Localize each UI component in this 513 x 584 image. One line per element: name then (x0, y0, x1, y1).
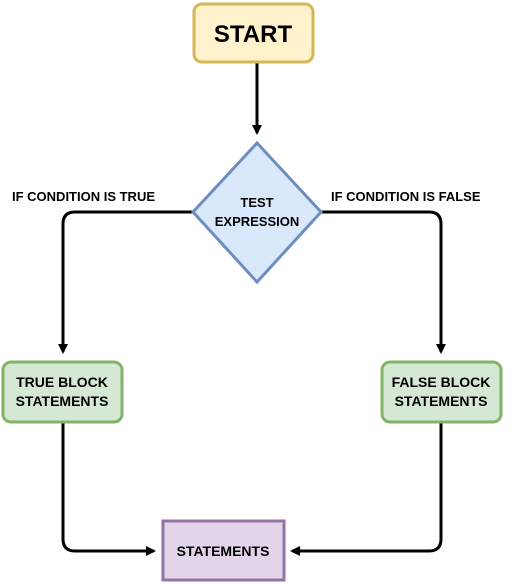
true-block-node-shape (1, 360, 124, 424)
statements-node-shape (161, 519, 286, 582)
start-node-label: START (214, 21, 293, 48)
false-branch-label: IF CONDITION IS FALSE (331, 189, 481, 204)
decision-node-label-line2: EXPRESSION (215, 214, 300, 229)
false-block-node-shape (380, 360, 503, 424)
edge-false-block-to-statements (290, 422, 443, 556)
false-block-label-line1: FALSE BLOCK (392, 374, 491, 390)
edge-decision-to-false-block (321, 210, 446, 354)
false-block-node[interactable]: FALSE BLOCK STATEMENTS (380, 360, 503, 424)
start-node-shape (192, 2, 315, 64)
connectors (58, 62, 446, 556)
true-block-node[interactable]: TRUE BLOCK STATEMENTS (1, 360, 124, 424)
decision-node-label-line1: TEST (240, 195, 273, 210)
edge-true-block-to-statements (61, 422, 156, 556)
edge-decision-to-true-block (58, 210, 193, 354)
true-block-label-line2: STATEMENTS (16, 393, 109, 409)
statements-node[interactable]: STATEMENTS (161, 519, 286, 582)
true-block-label-line1: TRUE BLOCK (16, 374, 108, 390)
decision-node[interactable]: TEST EXPRESSION (190, 140, 324, 285)
start-node[interactable]: START (192, 2, 315, 64)
true-branch-label: IF CONDITION IS TRUE (12, 189, 155, 204)
decision-node-shape (190, 140, 324, 285)
statements-node-label: STATEMENTS (177, 543, 270, 559)
false-block-label-line2: STATEMENTS (395, 393, 488, 409)
